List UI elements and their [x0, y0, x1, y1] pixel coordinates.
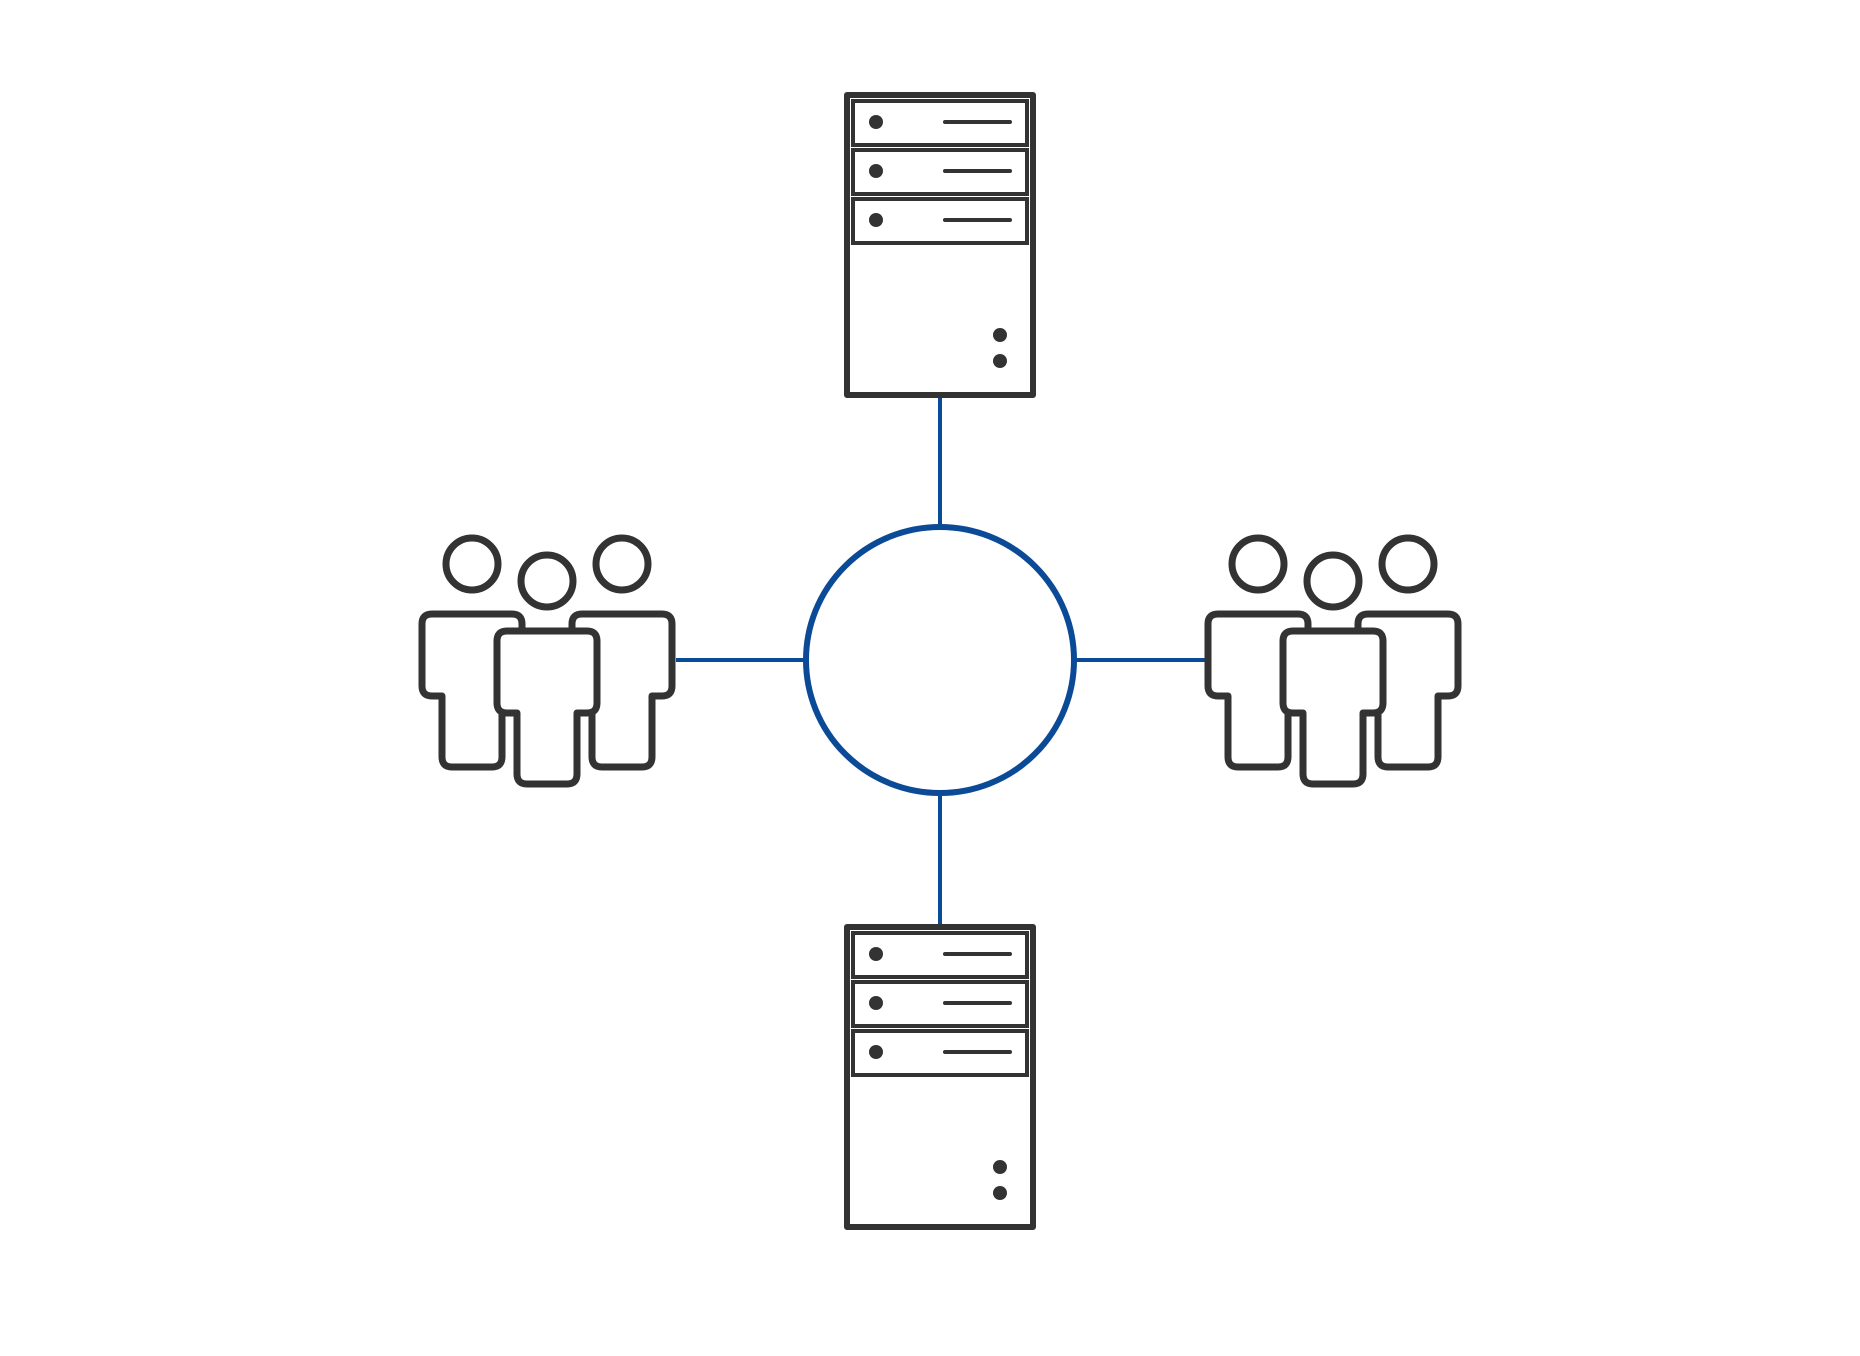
user-group-left-icon — [422, 538, 672, 784]
person-icon — [1283, 555, 1383, 784]
server-bottom-icon — [847, 927, 1033, 1227]
server-top-icon — [847, 95, 1033, 395]
user-group-right-icon — [1208, 538, 1458, 784]
network-hub-circle — [803, 524, 1077, 796]
connector-lines — [676, 395, 1205, 928]
person-icon — [497, 555, 597, 784]
